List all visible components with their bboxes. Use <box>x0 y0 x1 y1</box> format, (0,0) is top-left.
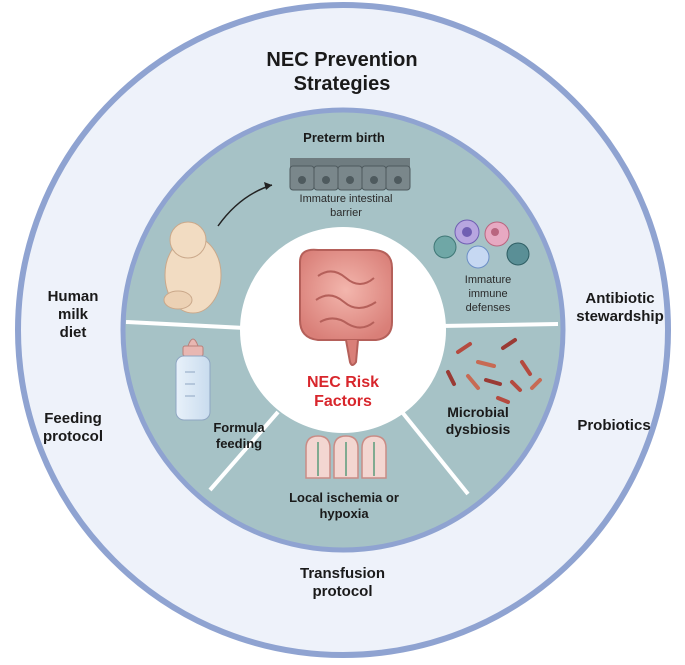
segment-dividers <box>125 320 559 496</box>
strategy-feeding-protocol: Feeding protocol <box>43 410 103 445</box>
factor-preterm-birth: Preterm birth <box>303 130 385 145</box>
factor-local-ischemia: Local ischemia or hypoxia <box>289 490 399 521</box>
strategy-antibiotic-stewardship: Antibiotic stewardship <box>576 290 664 325</box>
bacteria-icon <box>446 338 542 404</box>
factor-immune-defenses: Immature immune defenses <box>464 274 512 314</box>
strategy-transfusion-protocol: Transfusion protocol <box>299 565 385 600</box>
strategy-human-milk-diet: Human milk diet <box>47 288 99 341</box>
immune-cells-icon <box>433 219 530 269</box>
intestines-icon <box>299 248 393 366</box>
villi-icon <box>305 435 387 479</box>
strategy-probiotics: Probiotics <box>577 417 651 434</box>
baby-bottle-icon <box>175 338 211 421</box>
factor-formula-feeding: Formula feeding <box>213 420 265 451</box>
center-title: NEC Risk Factors <box>306 374 380 411</box>
intestinal-barrier-icon <box>289 158 411 191</box>
factor-intestinal-barrier: Immature intestinal barrier <box>299 193 393 219</box>
prevention-title: NEC Prevention Strategies <box>266 49 418 95</box>
fetus-icon <box>163 221 222 314</box>
factor-microbial-dysbiosis: Microbial dysbiosis <box>445 404 511 437</box>
